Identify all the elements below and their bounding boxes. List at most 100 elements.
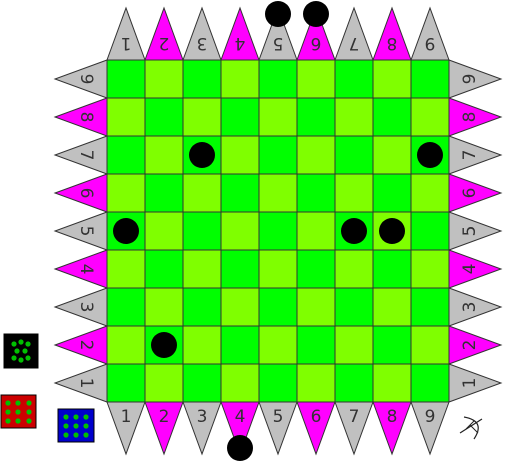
board-square-r2-c1[interactable] [106, 97, 146, 137]
board-square-r2-c4[interactable] [220, 97, 260, 137]
board-square-r9-c7[interactable] [334, 363, 374, 403]
game-piece[interactable] [113, 218, 139, 244]
bottom-spike-9[interactable] [410, 401, 450, 456]
right-spike-3[interactable] [448, 287, 503, 327]
board-square-r2-c3[interactable] [182, 97, 222, 137]
board-square-r4-c1[interactable] [106, 173, 146, 213]
off-board-piece[interactable] [227, 435, 253, 461]
game-piece[interactable] [151, 332, 177, 358]
board-square-r4-c4[interactable] [220, 173, 260, 213]
board-square-r9-c8[interactable] [372, 363, 412, 403]
board-square-r5-c4[interactable] [220, 211, 260, 251]
board-square-r7-c3[interactable] [182, 287, 222, 327]
left-spike-3[interactable] [53, 287, 108, 327]
board-square-r1-c6[interactable] [296, 59, 336, 99]
right-spike-6[interactable] [448, 173, 503, 213]
board-square-r5-c5[interactable] [258, 211, 298, 251]
board-square-r7-c9[interactable] [410, 287, 450, 327]
board-square-r9-c2[interactable] [144, 363, 184, 403]
left-spike-8[interactable] [53, 97, 108, 137]
board-square-r4-c2[interactable] [144, 173, 184, 213]
bottom-spike-4[interactable] [220, 401, 260, 456]
right-spike-8[interactable] [448, 97, 503, 137]
left-spike-5[interactable] [53, 211, 108, 251]
board-square-r4-c5[interactable] [258, 173, 298, 213]
bottom-spike-3[interactable] [182, 401, 222, 456]
board-square-r7-c4[interactable] [220, 287, 260, 327]
left-spike-7[interactable] [53, 135, 108, 175]
board-square-r4-c6[interactable] [296, 173, 336, 213]
top-spike-9[interactable] [410, 6, 450, 61]
game-piece[interactable] [341, 218, 367, 244]
right-spike-2[interactable] [448, 325, 503, 365]
board-square-r2-c8[interactable] [372, 97, 412, 137]
game-piece[interactable] [379, 218, 405, 244]
board-square-r4-c9[interactable] [410, 173, 450, 213]
top-spike-5[interactable] [258, 6, 298, 61]
bottom-spike-6[interactable] [296, 401, 336, 456]
board-square-r6-c5[interactable] [258, 249, 298, 289]
top-spike-8[interactable] [372, 6, 412, 61]
board-square-r2-c7[interactable] [334, 97, 374, 137]
top-spike-1[interactable] [106, 6, 146, 61]
bottom-spike-1[interactable] [106, 401, 146, 456]
board-square-r1-c4[interactable] [220, 59, 260, 99]
board-square-r7-c8[interactable] [372, 287, 412, 327]
board-square-r3-c6[interactable] [296, 135, 336, 175]
board-square-r1-c5[interactable] [258, 59, 298, 99]
board-square-r6-c4[interactable] [220, 249, 260, 289]
board-square-r9-c5[interactable] [258, 363, 298, 403]
board-square-r4-c8[interactable] [372, 173, 412, 213]
board-square-r3-c2[interactable] [144, 135, 184, 175]
off-board-piece[interactable] [265, 1, 291, 27]
left-spike-6[interactable] [53, 173, 108, 213]
top-spike-7[interactable] [334, 6, 374, 61]
board-square-r8-c7[interactable] [334, 325, 374, 365]
board-square-r5-c6[interactable] [296, 211, 336, 251]
board-square-r8-c8[interactable] [372, 325, 412, 365]
right-spike-5[interactable] [448, 211, 503, 251]
board-square-r1-c3[interactable] [182, 59, 222, 99]
board-square-r6-c6[interactable] [296, 249, 336, 289]
right-spike-9[interactable] [448, 59, 503, 99]
board-square-r8-c5[interactable] [258, 325, 298, 365]
board-square-r7-c1[interactable] [106, 287, 146, 327]
bottom-spike-8[interactable] [372, 401, 412, 456]
board-square-r6-c1[interactable] [106, 249, 146, 289]
board-square-r1-c8[interactable] [372, 59, 412, 99]
bottom-spike-5[interactable] [258, 401, 298, 456]
board-square-r9-c9[interactable] [410, 363, 450, 403]
board-square-r4-c7[interactable] [334, 173, 374, 213]
board-square-r7-c7[interactable] [334, 287, 374, 327]
board-square-r2-c9[interactable] [410, 97, 450, 137]
board-square-r6-c2[interactable] [144, 249, 184, 289]
board-square-r5-c9[interactable] [410, 211, 450, 251]
right-spike-4[interactable] [448, 249, 503, 289]
left-spike-1[interactable] [53, 363, 108, 403]
board-square-r5-c3[interactable] [182, 211, 222, 251]
board-square-r8-c6[interactable] [296, 325, 336, 365]
board-square-r5-c2[interactable] [144, 211, 184, 251]
board-square-r1-c7[interactable] [334, 59, 374, 99]
game-piece[interactable] [417, 142, 443, 168]
board-square-r3-c7[interactable] [334, 135, 374, 175]
board-square-r2-c6[interactable] [296, 97, 336, 137]
right-spike-1[interactable] [448, 363, 503, 403]
board-square-r9-c6[interactable] [296, 363, 336, 403]
board-square-r6-c7[interactable] [334, 249, 374, 289]
top-spike-3[interactable] [182, 6, 222, 61]
board-square-r4-c3[interactable] [182, 173, 222, 213]
board-square-r3-c1[interactable] [106, 135, 146, 175]
dice-green-icon[interactable] [3, 333, 39, 369]
board-square-r1-c2[interactable] [144, 59, 184, 99]
bottom-spike-2[interactable] [144, 401, 184, 456]
board-square-r8-c4[interactable] [220, 325, 260, 365]
board-square-r3-c8[interactable] [372, 135, 412, 175]
board-square-r7-c5[interactable] [258, 287, 298, 327]
board-square-r7-c6[interactable] [296, 287, 336, 327]
board-square-r8-c1[interactable] [106, 325, 146, 365]
board-square-r2-c2[interactable] [144, 97, 184, 137]
top-spike-2[interactable] [144, 6, 184, 61]
top-spike-4[interactable] [220, 6, 260, 61]
